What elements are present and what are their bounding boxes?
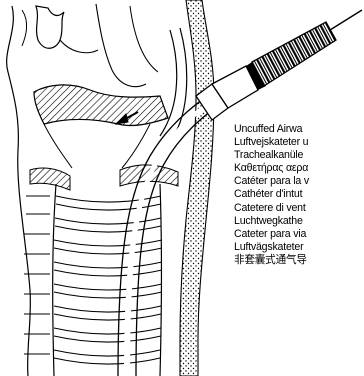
guide-wire <box>330 10 362 30</box>
label-english: Uncuffed Airwa <box>234 123 364 136</box>
label-swedish: Luftvägskateter <box>234 241 364 254</box>
coiled-sheath <box>252 22 336 86</box>
label-chinese: 非套囊式通气导 <box>234 254 364 267</box>
tracheal-rings <box>54 196 162 364</box>
label-french: Cathéter d'intut <box>234 188 364 201</box>
cervical-vertebrae <box>24 196 50 354</box>
trachea-right-wall <box>160 184 162 376</box>
label-portuguese: Cateter para via <box>234 228 364 241</box>
thyroid-cartilage <box>34 85 168 126</box>
label-spanish: Catéter para la v <box>234 175 364 188</box>
neck-outline <box>7 6 31 376</box>
label-danish: Luftvejskateter u <box>234 136 364 149</box>
trachea-left-wall <box>53 184 56 376</box>
multilingual-label-list: Uncuffed Airwa Luftvejskateter u Trachea… <box>234 123 364 267</box>
label-italian: Catetere di vent <box>234 202 364 215</box>
label-greek: Καθετήρας αερα <box>234 162 364 175</box>
label-dutch: Luchtwegkathe <box>234 215 364 228</box>
epiglottis <box>36 6 64 48</box>
label-german: Trachealkanüle <box>234 149 364 162</box>
